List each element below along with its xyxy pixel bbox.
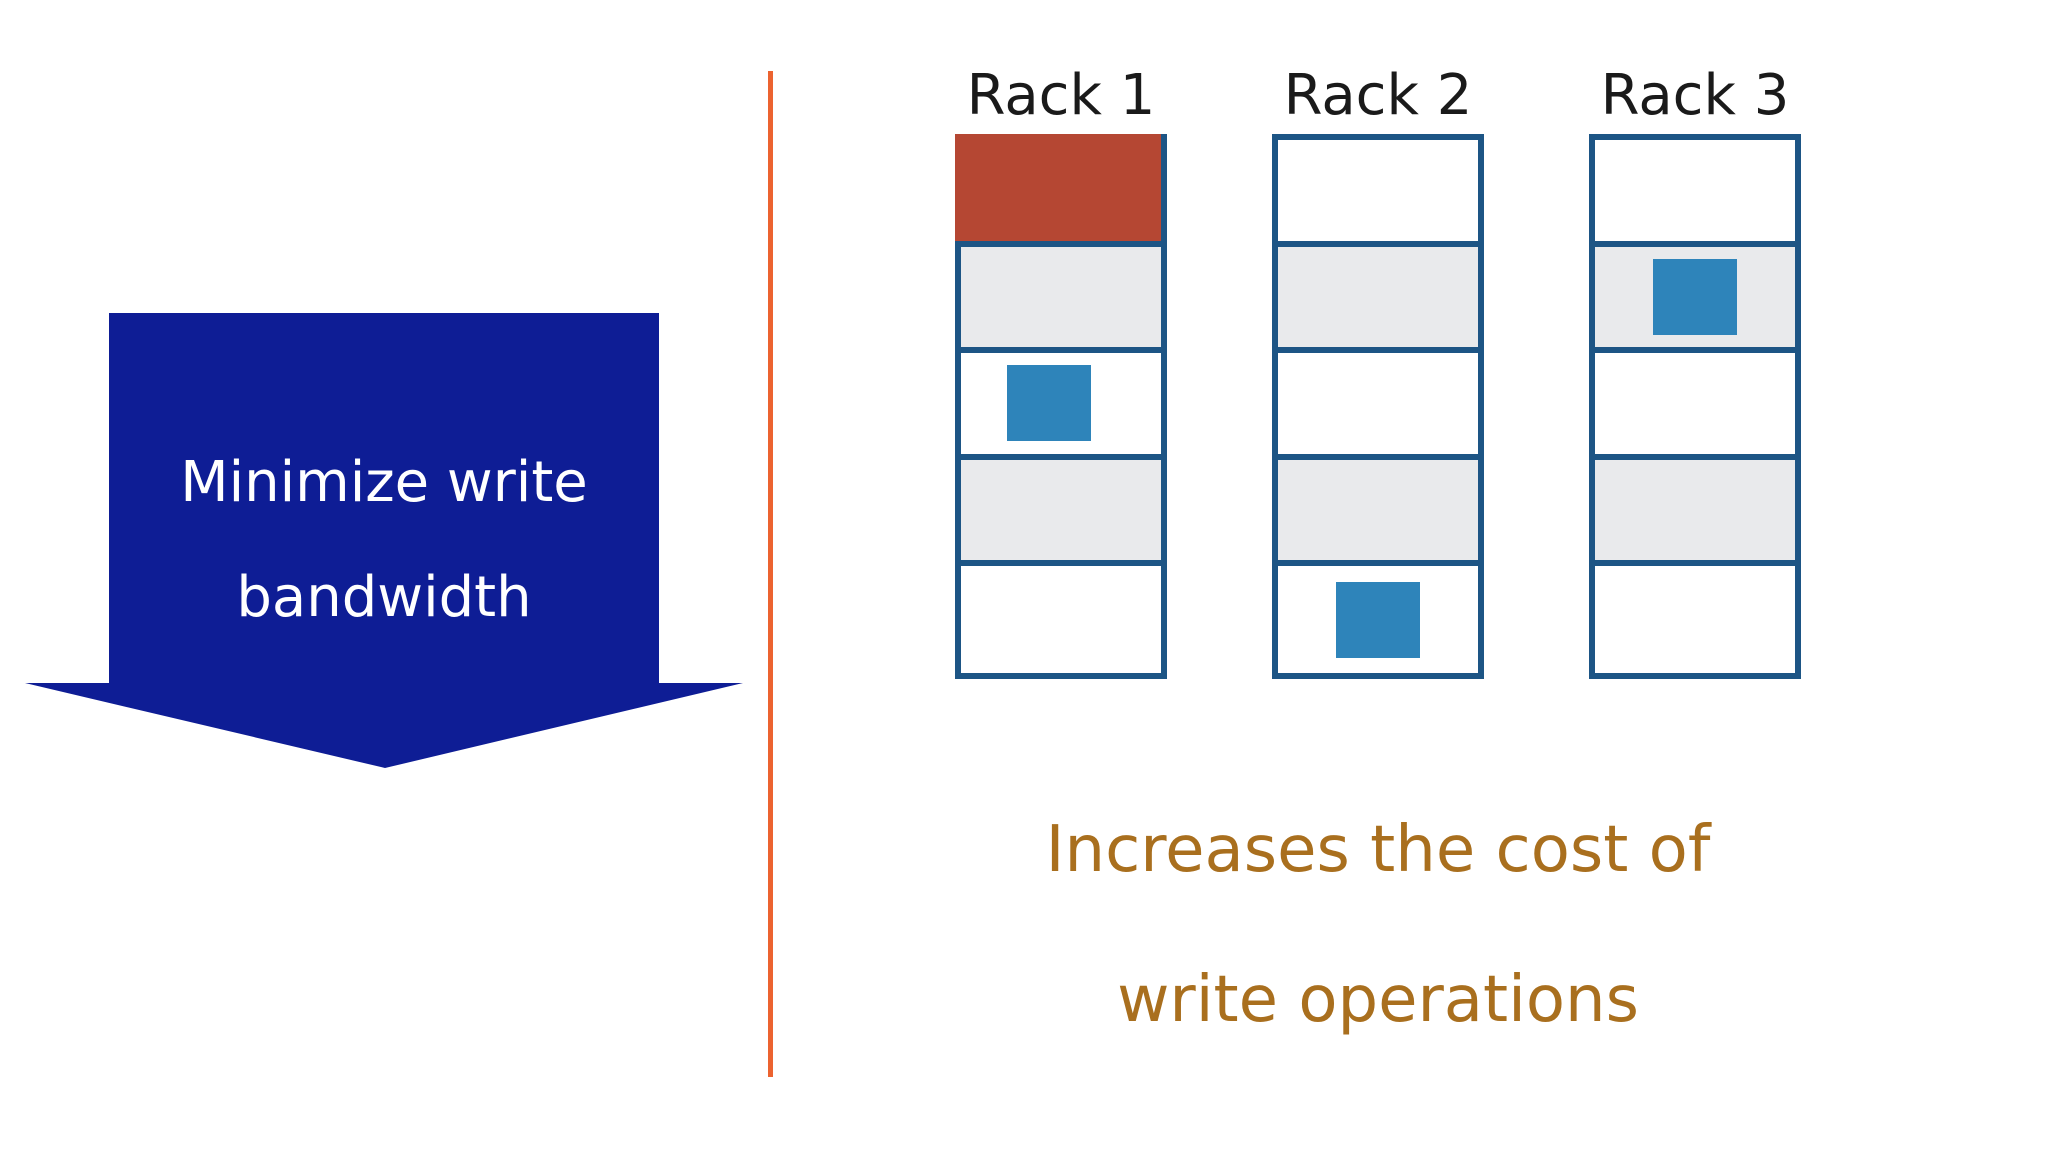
rack-cell-white bbox=[1278, 353, 1478, 460]
rack-cell-gray bbox=[1595, 246, 1795, 354]
rack-column-1: Rack 1 bbox=[955, 50, 1167, 679]
divider-line bbox=[768, 71, 773, 1077]
rack-cell-white bbox=[1278, 140, 1478, 247]
rack-cell-white bbox=[1595, 140, 1795, 247]
arrow-label-line-2: bandwidth bbox=[236, 565, 532, 630]
caption: Increases the cost of write operations bbox=[978, 775, 1778, 1075]
rack-label-1: Rack 1 bbox=[966, 63, 1156, 128]
rack-column-3: Rack 3 bbox=[1589, 50, 1801, 679]
rack-box-2 bbox=[1272, 134, 1484, 679]
data-block-square bbox=[1336, 581, 1420, 658]
caption-line-1: Increases the cost of bbox=[1045, 813, 1711, 887]
rack-cell-white bbox=[1595, 353, 1795, 460]
down-arrow-shape bbox=[25, 313, 743, 768]
rack-group: Rack 1 Rack 2 Rack 3 bbox=[955, 50, 1801, 679]
rack-cell-white bbox=[961, 353, 1161, 460]
rack-cell-gray bbox=[1278, 246, 1478, 354]
rack-cell-white bbox=[961, 566, 1161, 673]
rack-box-1 bbox=[955, 134, 1167, 679]
rack-cell-gray bbox=[961, 246, 1161, 354]
rack-cell-white bbox=[1595, 566, 1795, 673]
rack-box-3 bbox=[1589, 134, 1801, 679]
rack-column-2: Rack 2 bbox=[1272, 50, 1484, 679]
arrow-label-line-1: Minimize write bbox=[180, 450, 588, 515]
rack-cell-gray bbox=[961, 459, 1161, 567]
rack-label-2: Rack 2 bbox=[1283, 63, 1473, 128]
rack-cell-gray bbox=[1278, 459, 1478, 567]
rack-cell-red bbox=[955, 134, 1161, 247]
arrow-label: Minimize write bandwidth bbox=[109, 425, 659, 655]
rack-cell-gray bbox=[1595, 459, 1795, 567]
data-block-square bbox=[1007, 365, 1091, 442]
rack-cell-white bbox=[1278, 566, 1478, 673]
caption-line-2: write operations bbox=[1117, 963, 1639, 1037]
rack-label-3: Rack 3 bbox=[1600, 63, 1790, 128]
data-block-square bbox=[1653, 258, 1737, 335]
